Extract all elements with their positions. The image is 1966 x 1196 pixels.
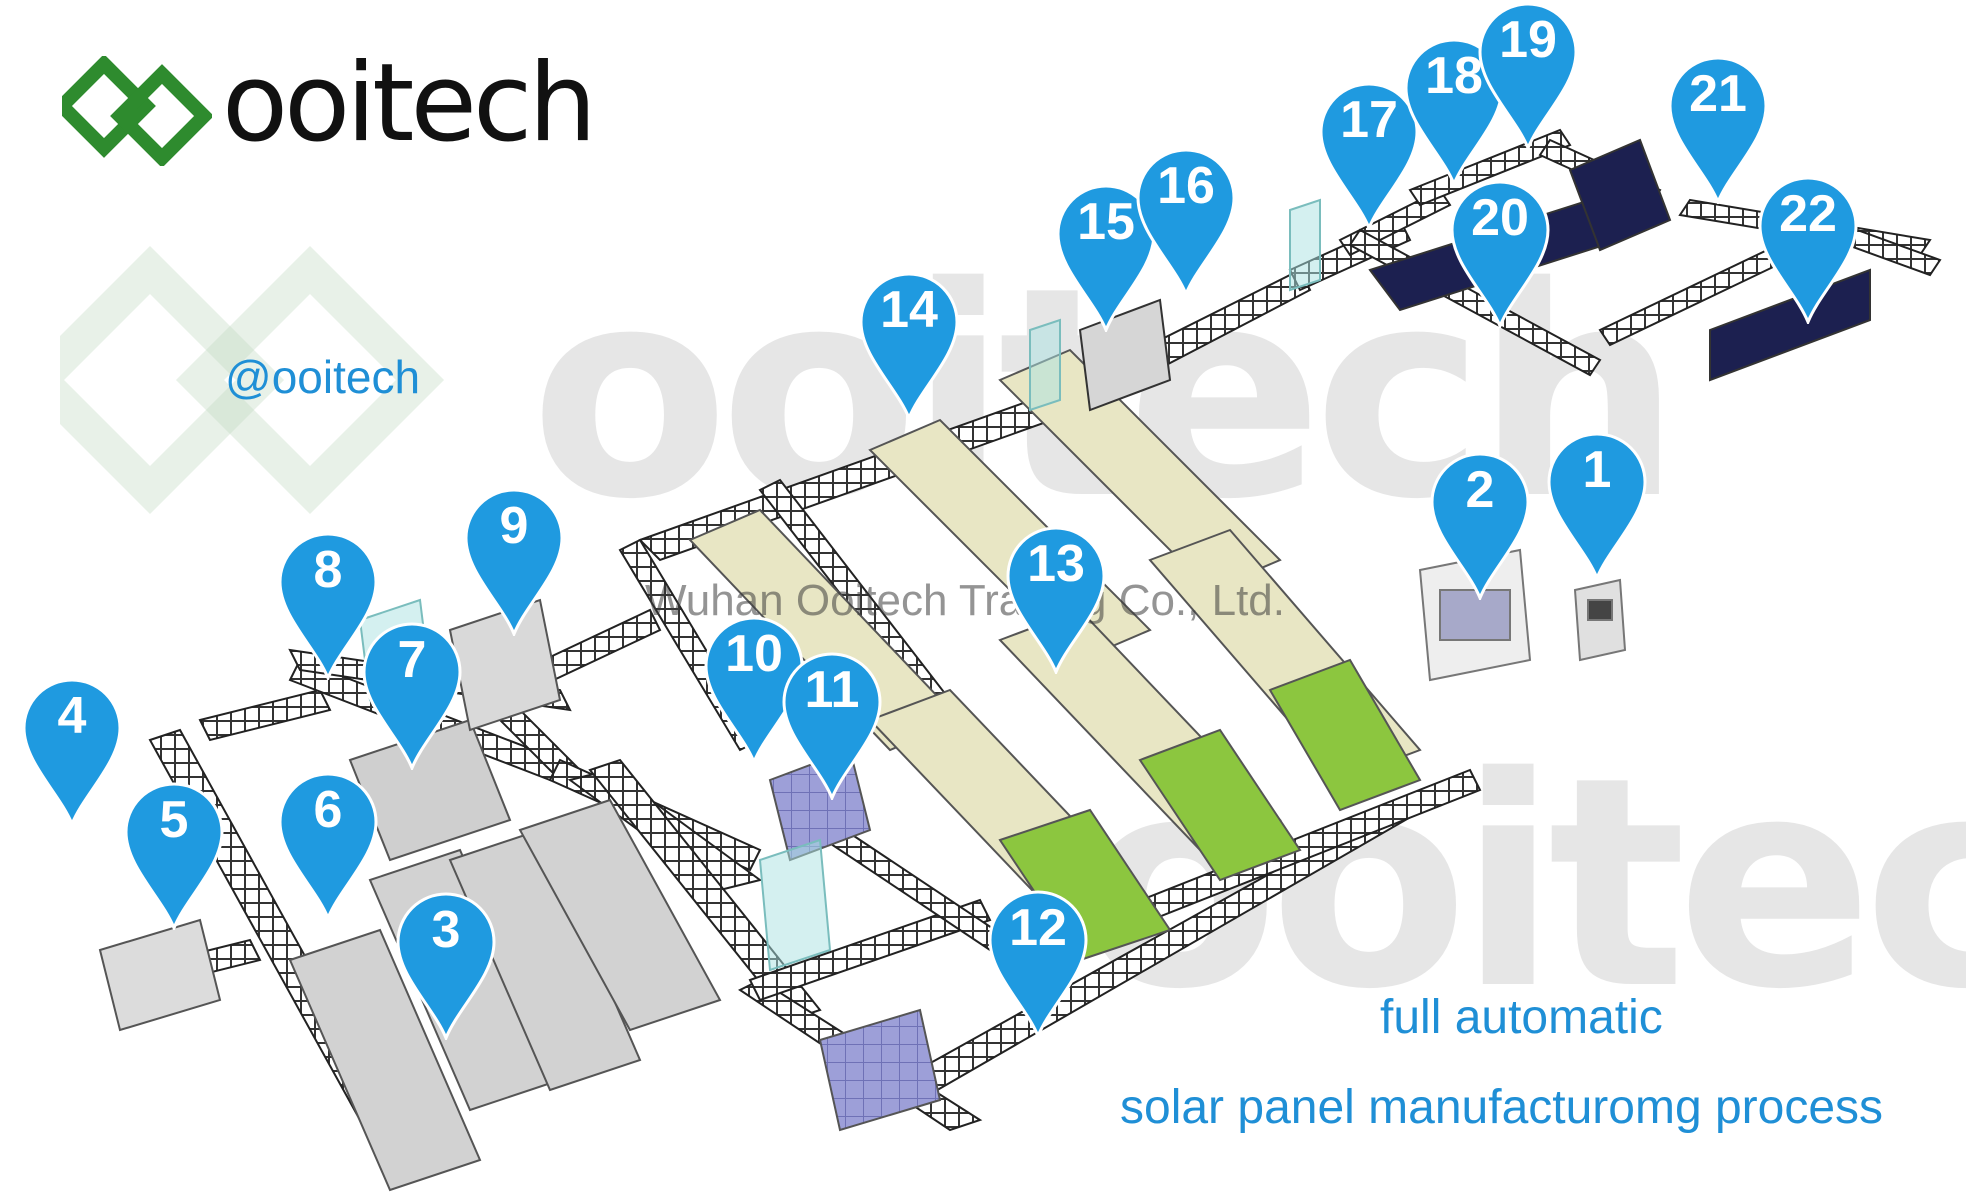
station-number: 11 (804, 661, 860, 719)
map-pin-icon (1430, 452, 1530, 603)
station-pin-21: 21 (1666, 54, 1770, 207)
map-pin-icon (464, 488, 564, 639)
station-number: 7 (397, 631, 427, 689)
map-pin-icon (362, 622, 462, 773)
station-pin-7: 7 (360, 620, 464, 773)
station-number: 3 (431, 901, 461, 959)
station-pin-9: 9 (462, 486, 566, 639)
caption-line2: solar panel manufacturomg process (1120, 1081, 1884, 1134)
map-pin-icon (1006, 526, 1106, 677)
watermark-logo (60, 245, 445, 515)
station-pin-5: 5 (122, 780, 226, 933)
map-pin-icon (1136, 148, 1236, 299)
station-number: 15 (1077, 193, 1135, 251)
station-number: 6 (313, 781, 343, 839)
caption-line1: full automatic (1380, 991, 1663, 1044)
map-pin-icon (278, 532, 378, 683)
station-pin-2: 2 (1428, 450, 1532, 603)
station-number: 8 (313, 541, 343, 599)
brand-logo-icon (62, 56, 212, 166)
station-pin-12: 12 (986, 888, 1090, 1041)
map-pin-icon (1319, 82, 1419, 233)
station-number: 1 (1582, 441, 1612, 499)
station-pin-19: 19 (1476, 0, 1580, 153)
station-number: 12 (1009, 899, 1067, 957)
map-pin-icon (396, 892, 496, 1043)
station-number: 19 (1499, 11, 1557, 69)
map-pin-icon (1404, 38, 1504, 189)
station-pin-3: 3 (394, 890, 498, 1043)
map-pin-icon (988, 890, 1088, 1041)
social-handle: @ooitech (225, 351, 421, 403)
station-number: 10 (725, 625, 783, 683)
station-number: 5 (159, 791, 189, 849)
map-pin-icon (1478, 2, 1578, 153)
station-number: 16 (1157, 157, 1215, 215)
station-pin-22: 22 (1756, 174, 1860, 327)
station-pin-4: 4 (20, 676, 124, 829)
station-pin-18: 18 (1402, 36, 1506, 189)
map-pin-icon (1547, 432, 1647, 583)
station-pin-20: 20 (1448, 178, 1552, 331)
station-number: 14 (880, 281, 938, 339)
brand-header: ooitech (62, 50, 597, 166)
station-number: 17 (1340, 91, 1398, 149)
station-number: 18 (1425, 47, 1483, 105)
station-pin-17: 17 (1317, 80, 1421, 233)
map-pin-icon (124, 782, 224, 933)
map-pin-icon (1758, 176, 1858, 327)
station-number: 4 (57, 687, 87, 745)
station-pin-6: 6 (276, 770, 380, 923)
station-number: 21 (1689, 65, 1747, 123)
station-pin-16: 16 (1134, 146, 1238, 299)
station-pin-1: 1 (1545, 430, 1649, 583)
map-pin-icon (278, 772, 378, 923)
station-number: 22 (1779, 185, 1837, 243)
map-pin-icon (782, 652, 882, 803)
station-pin-11: 11 (780, 650, 884, 803)
station-pin-14: 14 (857, 270, 961, 423)
station-number: 2 (1465, 461, 1495, 519)
station-number: 9 (499, 497, 529, 555)
map-pin-icon (1056, 184, 1156, 335)
station-pin-13: 13 (1004, 524, 1108, 677)
module-stacks (768, 748, 942, 1132)
station-pin-15: 15 (1054, 182, 1158, 335)
map-pin-icon (22, 678, 122, 829)
map-pin-icon (1450, 180, 1550, 331)
station-number: 20 (1471, 189, 1529, 247)
map-pin-icon (1668, 56, 1768, 207)
station-pin-8: 8 (276, 530, 380, 683)
station-number: 13 (1027, 535, 1085, 593)
brand-name: ooitech (222, 41, 597, 166)
map-pin-icon (859, 272, 959, 423)
